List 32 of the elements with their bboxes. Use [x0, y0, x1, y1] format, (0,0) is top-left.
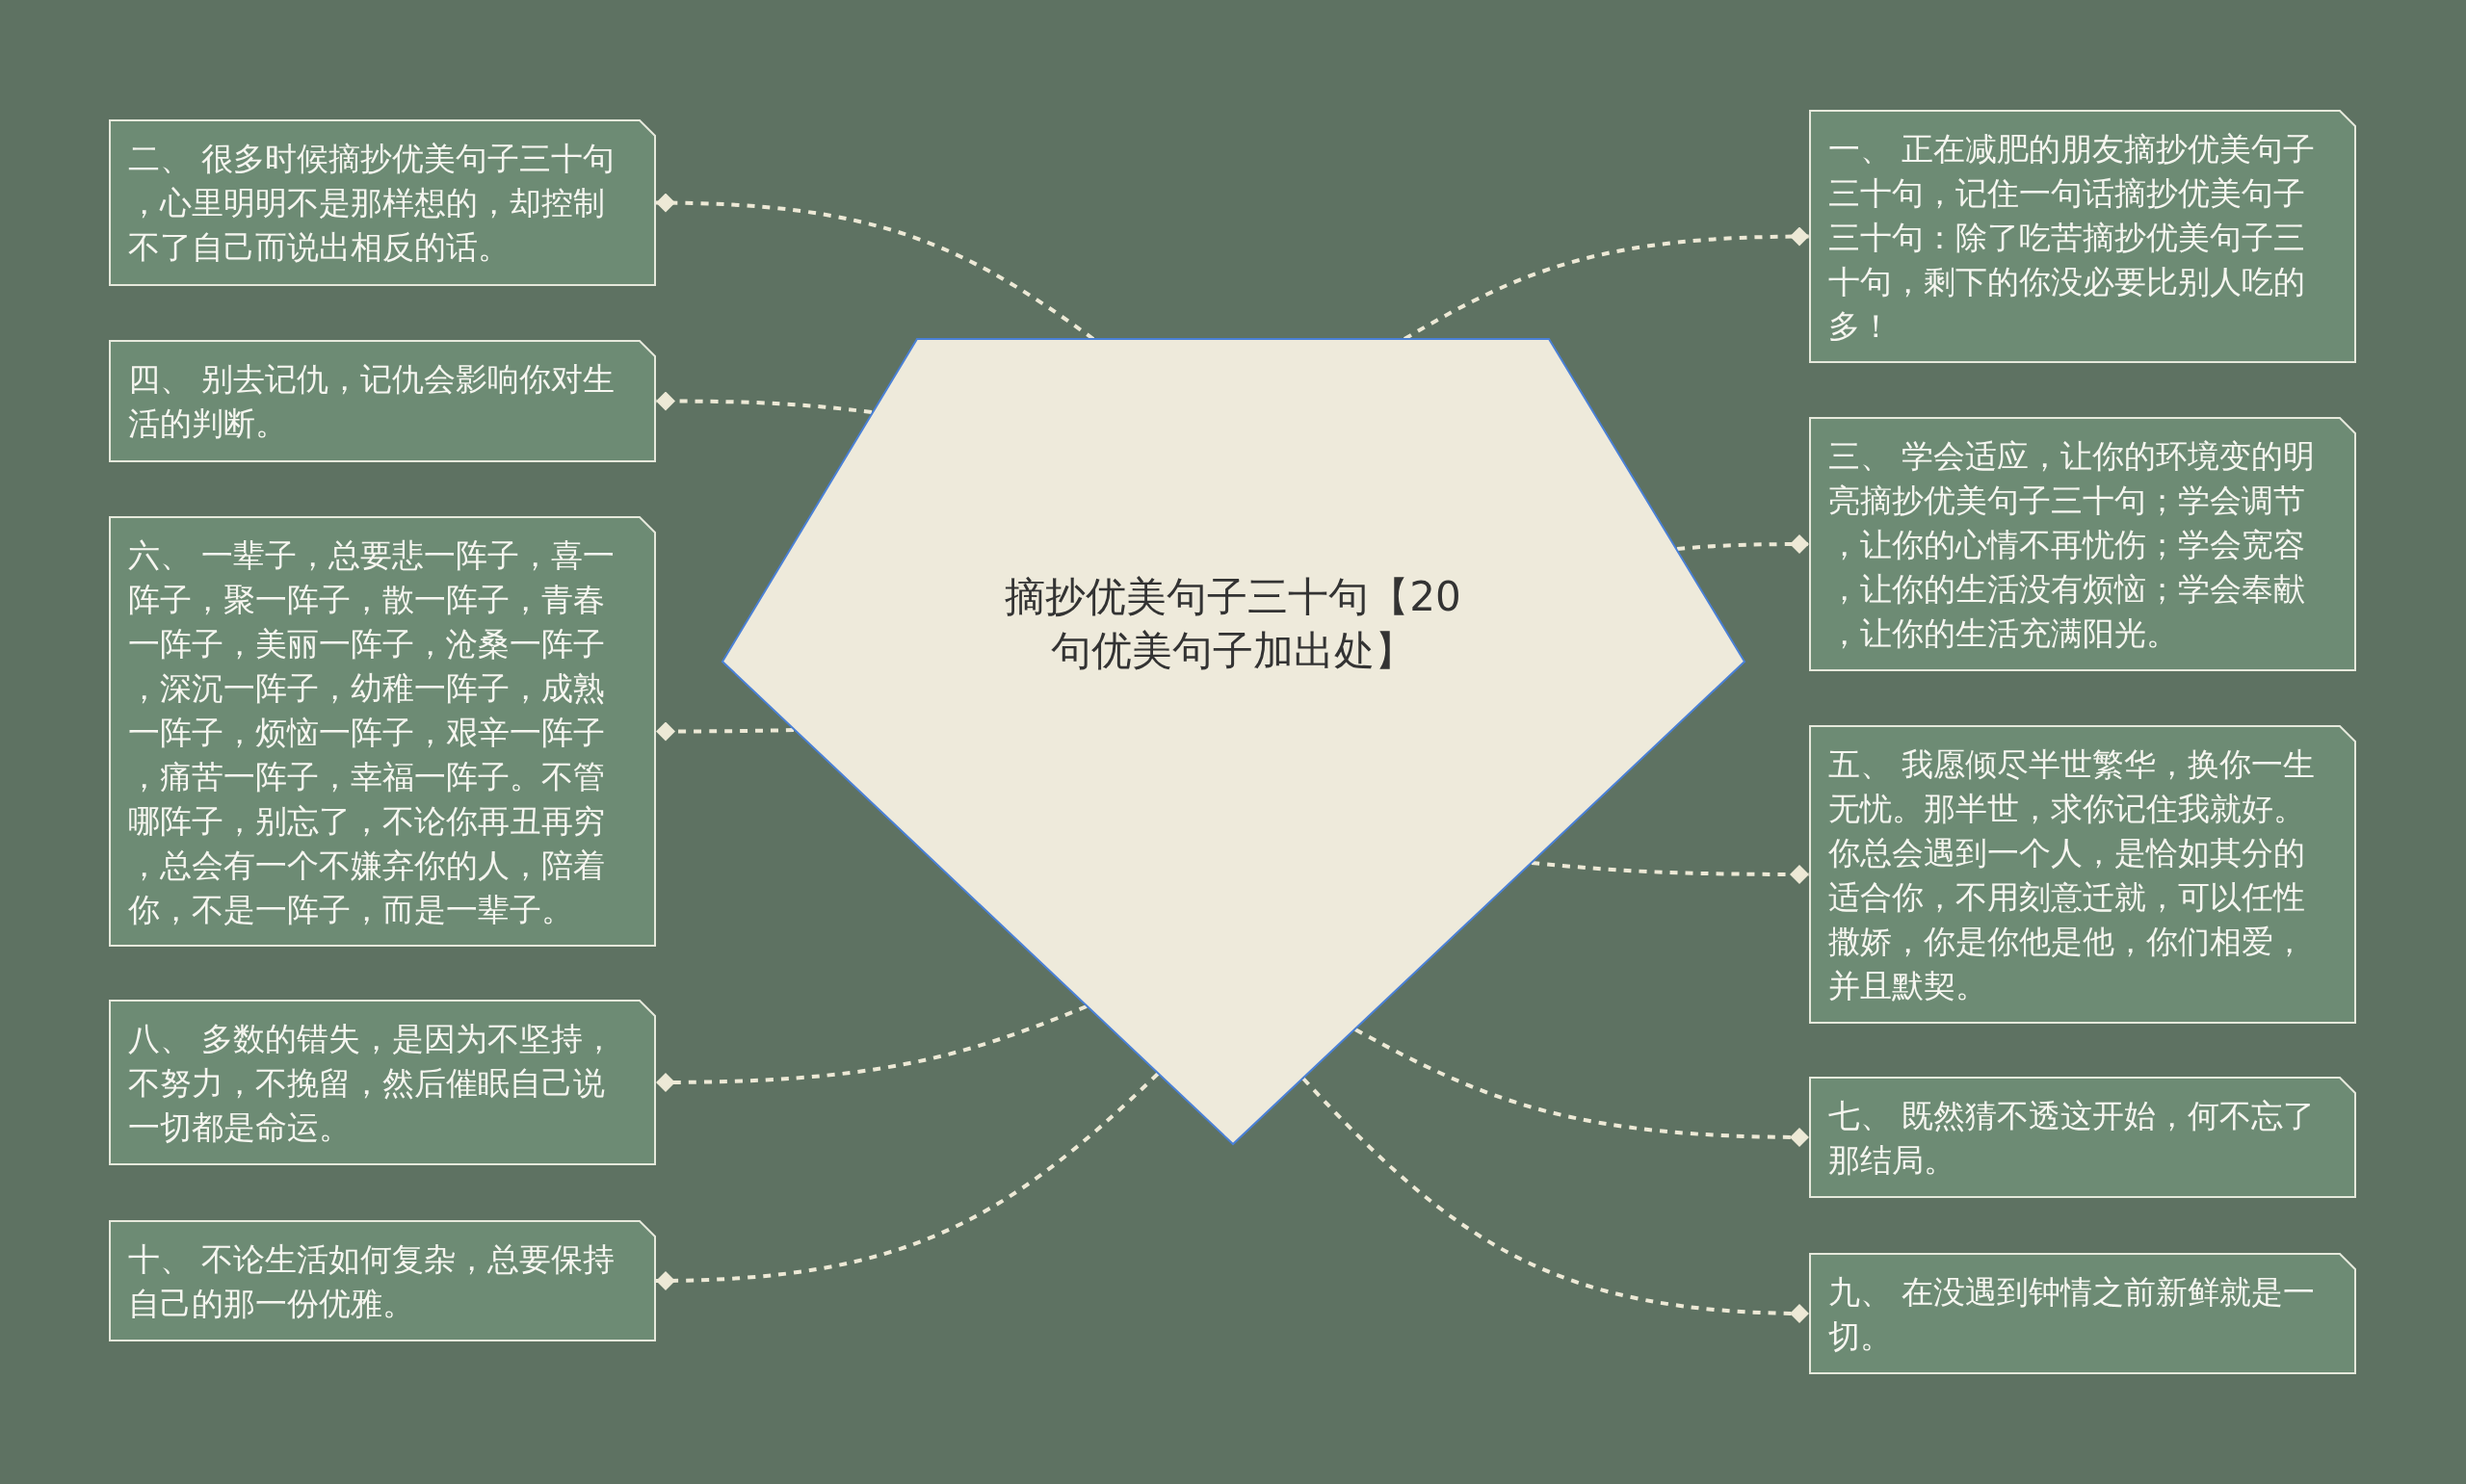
note-text: 二、 很多时候摘抄优美句子三十句，心里明明不是那样想的，却控制不了自己而说出相反的话。: [128, 139, 616, 268]
note-text: 十、 不论生活如何复杂，总要保持自己的那一份优雅。: [128, 1239, 616, 1324]
note-box: [1809, 725, 2356, 1024]
dashed-connector: [1676, 534, 1809, 554]
dashed-connector: [655, 193, 1095, 341]
note-box: [109, 1000, 656, 1165]
note-box: [1809, 1077, 2356, 1198]
note-text: 六、 一辈子，总要悲一阵子，喜一阵子，聚一阵子，散一阵子，青春一阵子，美丽一阵子，沧桑一阵子，深沉一阵子，幼稚一阵子，成熟一阵子，烦恼一阵子，艰辛一阵子，痛苦一阵子，幸福一阵子。不管哪阵子，别忘了，不论你再丑再穷，总会有一个不嫌弃你的人，陪着你，不是一阵子，而是一辈子。: [128, 535, 616, 930]
dashed-connector: [1404, 226, 1810, 341]
note-box: [109, 340, 656, 462]
pentagon-shape: [721, 338, 1745, 1145]
note-text: 八、 多数的错失，是因为不坚持，不努力，不挽留，然后催眠自己说一切都是命运。: [128, 1019, 616, 1148]
note-box: [109, 1220, 656, 1341]
note-text: 五、 我愿倾尽半世繁华，换你一生无忧。那半世，求你记住我就好。你总会遇到一个人，是恰如其分的适合你，不用刻意迁就，可以任性撒娇，你是你他是他，你们相爱，并且默契。: [1828, 744, 2317, 1006]
note-text: 三、 学会适应，让你的环境变的明亮摘抄优美句子三十句；学会调节，让你的心情不再忧伤；学会宽容，让你的生活没有烦恼；学会奉献，让你的生活充满阳光。: [1828, 436, 2317, 654]
note-box: [1809, 417, 2356, 671]
note-box: [109, 119, 656, 286]
dashed-connector: [656, 721, 795, 742]
note-text: 七、 既然猜不透这开始，何不忘了那结局。: [1828, 1096, 2317, 1181]
note-text: 九、 在没遇到钟情之前新鲜就是一切。: [1828, 1272, 2317, 1357]
dashed-connector: [1354, 1028, 1810, 1147]
dashed-connector: [1531, 861, 1809, 884]
note-text: 四、 别去记仇，记仇会影响你对生活的判断。: [128, 359, 616, 444]
dashed-connector: [655, 1072, 1160, 1290]
topic-text: 摘抄优美句子三十句【20句优美句子加出处】: [1004, 572, 1462, 676]
note-box: [1809, 1253, 2356, 1374]
dashed-connector: [656, 391, 873, 414]
note-box: [1809, 110, 2356, 363]
note-text: 一、 正在减肥的朋友摘抄优美句子三十句，记住一句话摘抄优美句子三十句：除了吃苦摘抄优美句子三十句，剩下的你没必要比别人吃的多！: [1828, 129, 2317, 347]
note-box: [109, 516, 656, 947]
dashed-connector: [1301, 1077, 1810, 1323]
dashed-connector: [655, 1004, 1088, 1092]
